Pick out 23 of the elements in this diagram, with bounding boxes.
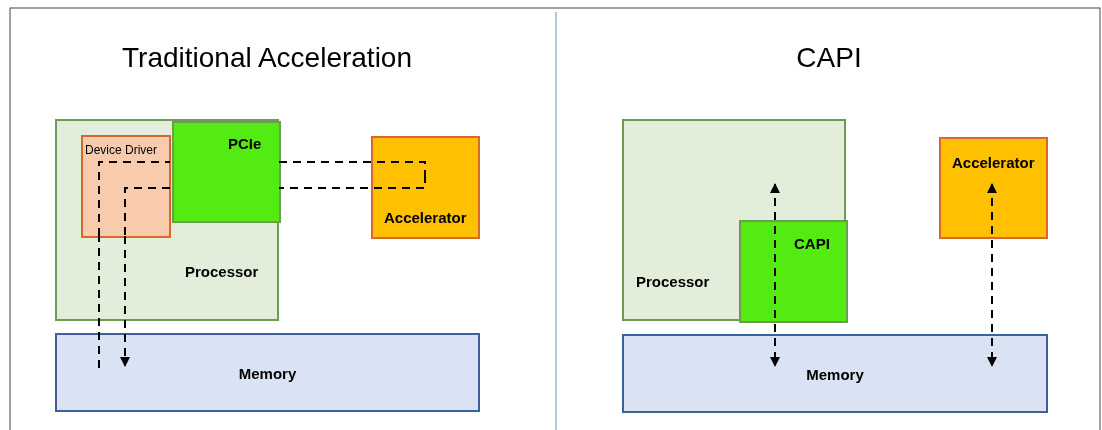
box-label: CAPI [794, 235, 830, 252]
arrow [987, 183, 997, 367]
panel-heading: CAPI [796, 42, 862, 74]
component-box [371, 136, 480, 239]
component-box [55, 119, 279, 321]
component-box [81, 135, 171, 238]
arrow [120, 235, 130, 367]
component-box [939, 137, 1048, 239]
component-box [622, 334, 1048, 413]
component-box [739, 220, 848, 323]
panel-heading: Traditional Acceleration [122, 42, 412, 74]
box-label: Memory [805, 366, 865, 383]
box-label: Accelerator [952, 154, 1035, 171]
box-label: Memory [237, 365, 298, 382]
box-label: Accelerator [384, 209, 467, 226]
box-label: Device Driver [85, 143, 157, 157]
box-label: Processor [636, 273, 710, 290]
component-box [172, 121, 281, 223]
arrow [770, 183, 780, 367]
component-box [622, 119, 846, 321]
box-label: PCIe [228, 135, 262, 152]
component-box [55, 333, 480, 412]
box-label: Processor [185, 263, 259, 280]
